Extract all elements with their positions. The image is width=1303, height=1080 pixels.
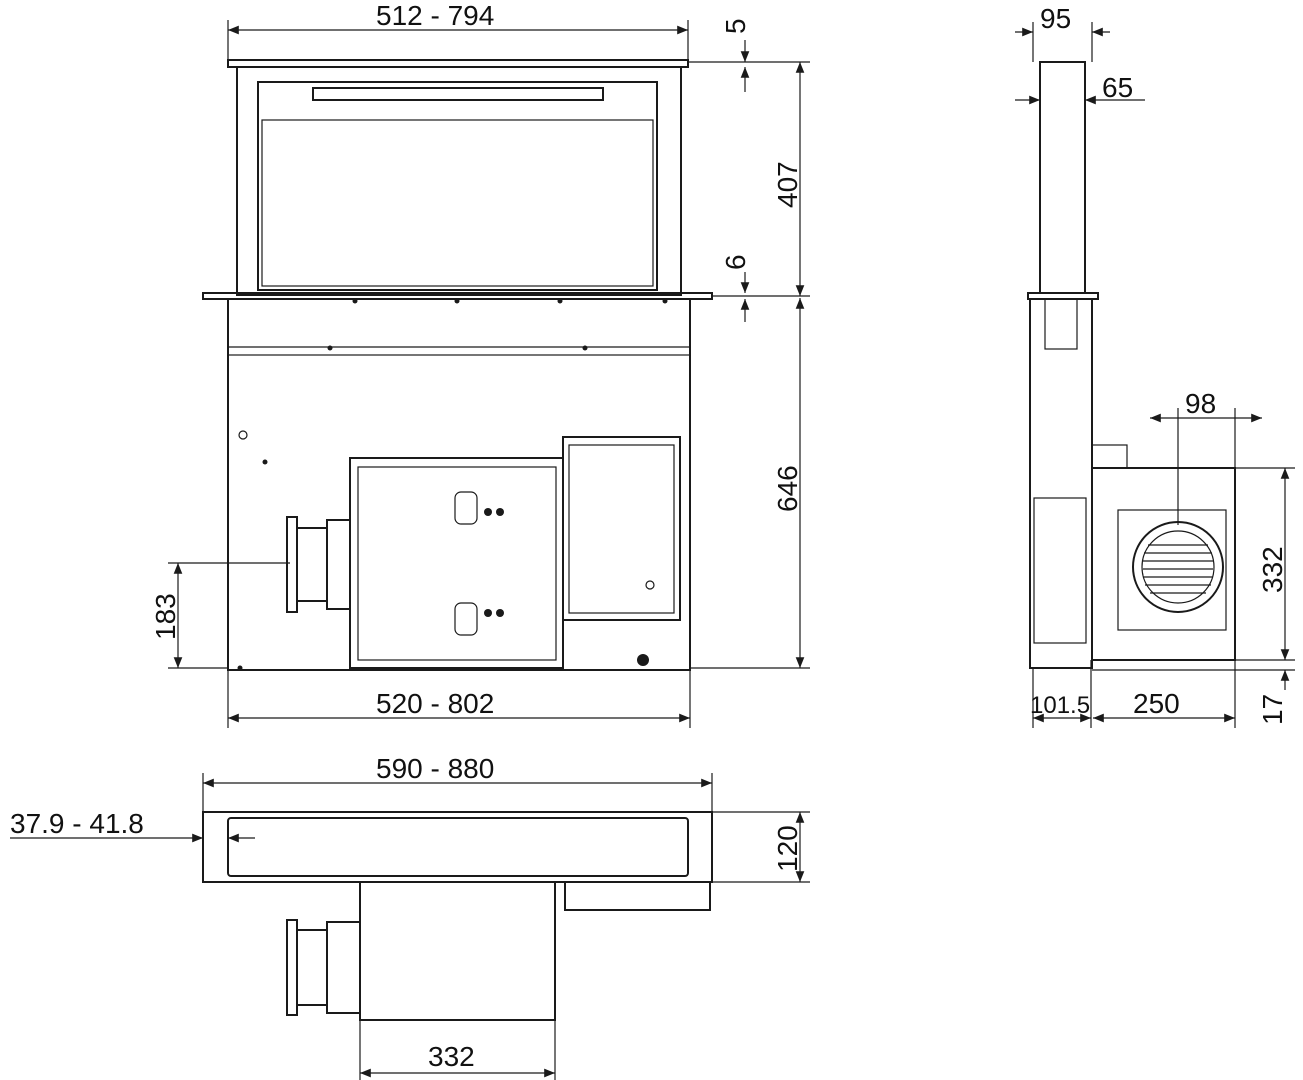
motor-box: [349, 457, 564, 669]
top-view: [202, 811, 713, 1021]
front-view: [202, 59, 713, 671]
upright-body: [236, 66, 682, 296]
dim-width-bottom: 520 - 802: [376, 688, 494, 719]
dim-fan-box-depth: 250: [1133, 688, 1180, 719]
dim-width-top: 512 - 794: [376, 0, 494, 31]
dim-cutout-width: 590 - 880: [376, 753, 494, 784]
dim-depth-inner: 65: [1102, 72, 1133, 103]
motor-box-top: [359, 881, 556, 1021]
dim-body-depth: 101.5: [1030, 692, 1090, 719]
glass-top: [227, 59, 689, 68]
dim-glass: 5: [720, 18, 751, 34]
dim-counter: 6: [720, 254, 751, 270]
dim-cutout-depth: 120: [772, 825, 803, 872]
dim-depth-outer: 95: [1040, 3, 1071, 34]
dim-bottom-offset: 17: [1257, 694, 1288, 725]
dim-upper-height: 407: [772, 161, 803, 208]
top-dimensions: 590 - 880 37.9 - 41.8 120 332: [10, 753, 810, 1080]
slot: [227, 817, 689, 877]
front-panel: [257, 81, 658, 291]
duct-flange: [286, 516, 298, 613]
dim-slot-offset: 37.9 - 41.8: [10, 808, 144, 839]
side-column: [1039, 61, 1086, 294]
dim-outlet-height: 183: [150, 593, 181, 640]
fan-outlet: [1132, 521, 1224, 613]
fan-box: [1091, 467, 1236, 661]
electronics-box: [562, 436, 681, 621]
side-body: [1029, 298, 1093, 669]
side-view: [1027, 61, 1236, 669]
dim-lower-height: 646: [772, 465, 803, 512]
cutout-outline: [202, 811, 713, 883]
handle-slot: [312, 87, 604, 101]
dim-motor-width: 332: [428, 1041, 475, 1072]
dim-fan-box-height: 332: [1257, 546, 1288, 593]
dim-fan-center: 98: [1185, 388, 1216, 419]
side-dimensions: 95 65 98 332 17 101.5 250: [1015, 3, 1295, 728]
front-dimensions: 512 - 794 5 6 407 646 183 520 - 802: [150, 0, 810, 728]
